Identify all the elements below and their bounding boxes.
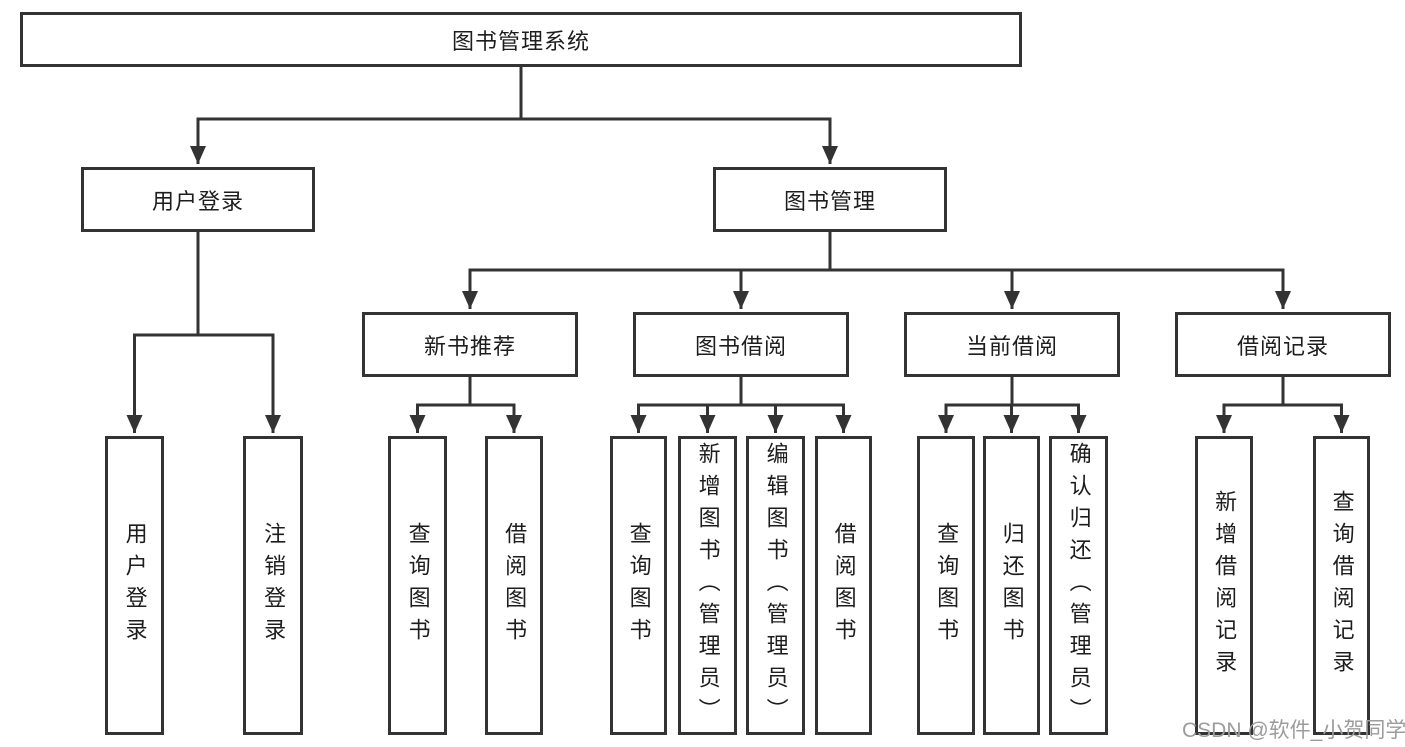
leaf-confirm-return-admin: 确认归还（管理员）: [1049, 436, 1108, 735]
node-label: 当前借阅: [965, 333, 1058, 359]
leaf-query-borrow-record: 查询借阅记录: [1313, 436, 1370, 735]
leaf-edit-book-admin: 编辑图书（管理员）: [746, 436, 805, 735]
node-user-login: 用户登录: [81, 167, 315, 232]
node-label: 图书借阅: [694, 333, 787, 359]
leaf-label: 查询图书: [626, 521, 652, 650]
node-library-management-system: 图书管理系统: [20, 12, 1022, 67]
node-borrowing-records: 借阅记录: [1175, 312, 1391, 377]
leaf-label: 新增借阅记录: [1212, 489, 1238, 682]
leaf-logout: 注销登录: [243, 436, 303, 735]
leaf-return-book: 归还图书: [983, 436, 1040, 735]
node-book-borrowing: 图书借阅: [633, 312, 849, 377]
leaf-borrow-book: 借阅图书: [815, 436, 872, 735]
node-label: 图书管理系统: [451, 28, 590, 54]
leaf-current-query-book: 查询图书: [917, 436, 975, 735]
node-label: 新书推荐: [423, 333, 516, 359]
node-current-borrowing: 当前借阅: [904, 312, 1120, 377]
leaf-recommend-query-book: 查询图书: [388, 436, 447, 735]
leaf-label: 编辑图书（管理员）: [763, 441, 789, 730]
node-label: 用户登录: [151, 188, 244, 214]
leaf-label: 借阅图书: [831, 521, 857, 650]
leaf-label: 确认归还（管理员）: [1066, 441, 1092, 730]
csdn-watermark: CSDN @软件_小贺同学: [1182, 719, 1405, 742]
node-label: 图书管理: [783, 188, 876, 214]
leaf-label: 查询借阅记录: [1329, 489, 1355, 682]
leaf-label: 查询图书: [405, 521, 431, 650]
node-book-management: 图书管理: [713, 167, 947, 232]
leaf-label: 借阅图书: [502, 521, 528, 650]
leaf-label: 用户登录: [122, 521, 148, 650]
leaf-add-borrow-record: 新增借阅记录: [1195, 436, 1253, 735]
leaf-label: 归还图书: [999, 521, 1025, 650]
leaf-recommend-borrow-book: 借阅图书: [485, 436, 543, 735]
leaf-add-book-admin: 新增图书（管理员）: [678, 436, 737, 735]
leaf-user-login: 用户登录: [105, 436, 164, 735]
node-label: 借阅记录: [1236, 333, 1329, 359]
leaf-borrow-query-book: 查询图书: [610, 436, 667, 735]
leaf-label: 注销登录: [261, 521, 287, 650]
node-new-book-recommendation: 新书推荐: [362, 312, 578, 377]
leaf-label: 新增图书（管理员）: [695, 441, 721, 730]
leaf-label: 查询图书: [934, 521, 960, 650]
